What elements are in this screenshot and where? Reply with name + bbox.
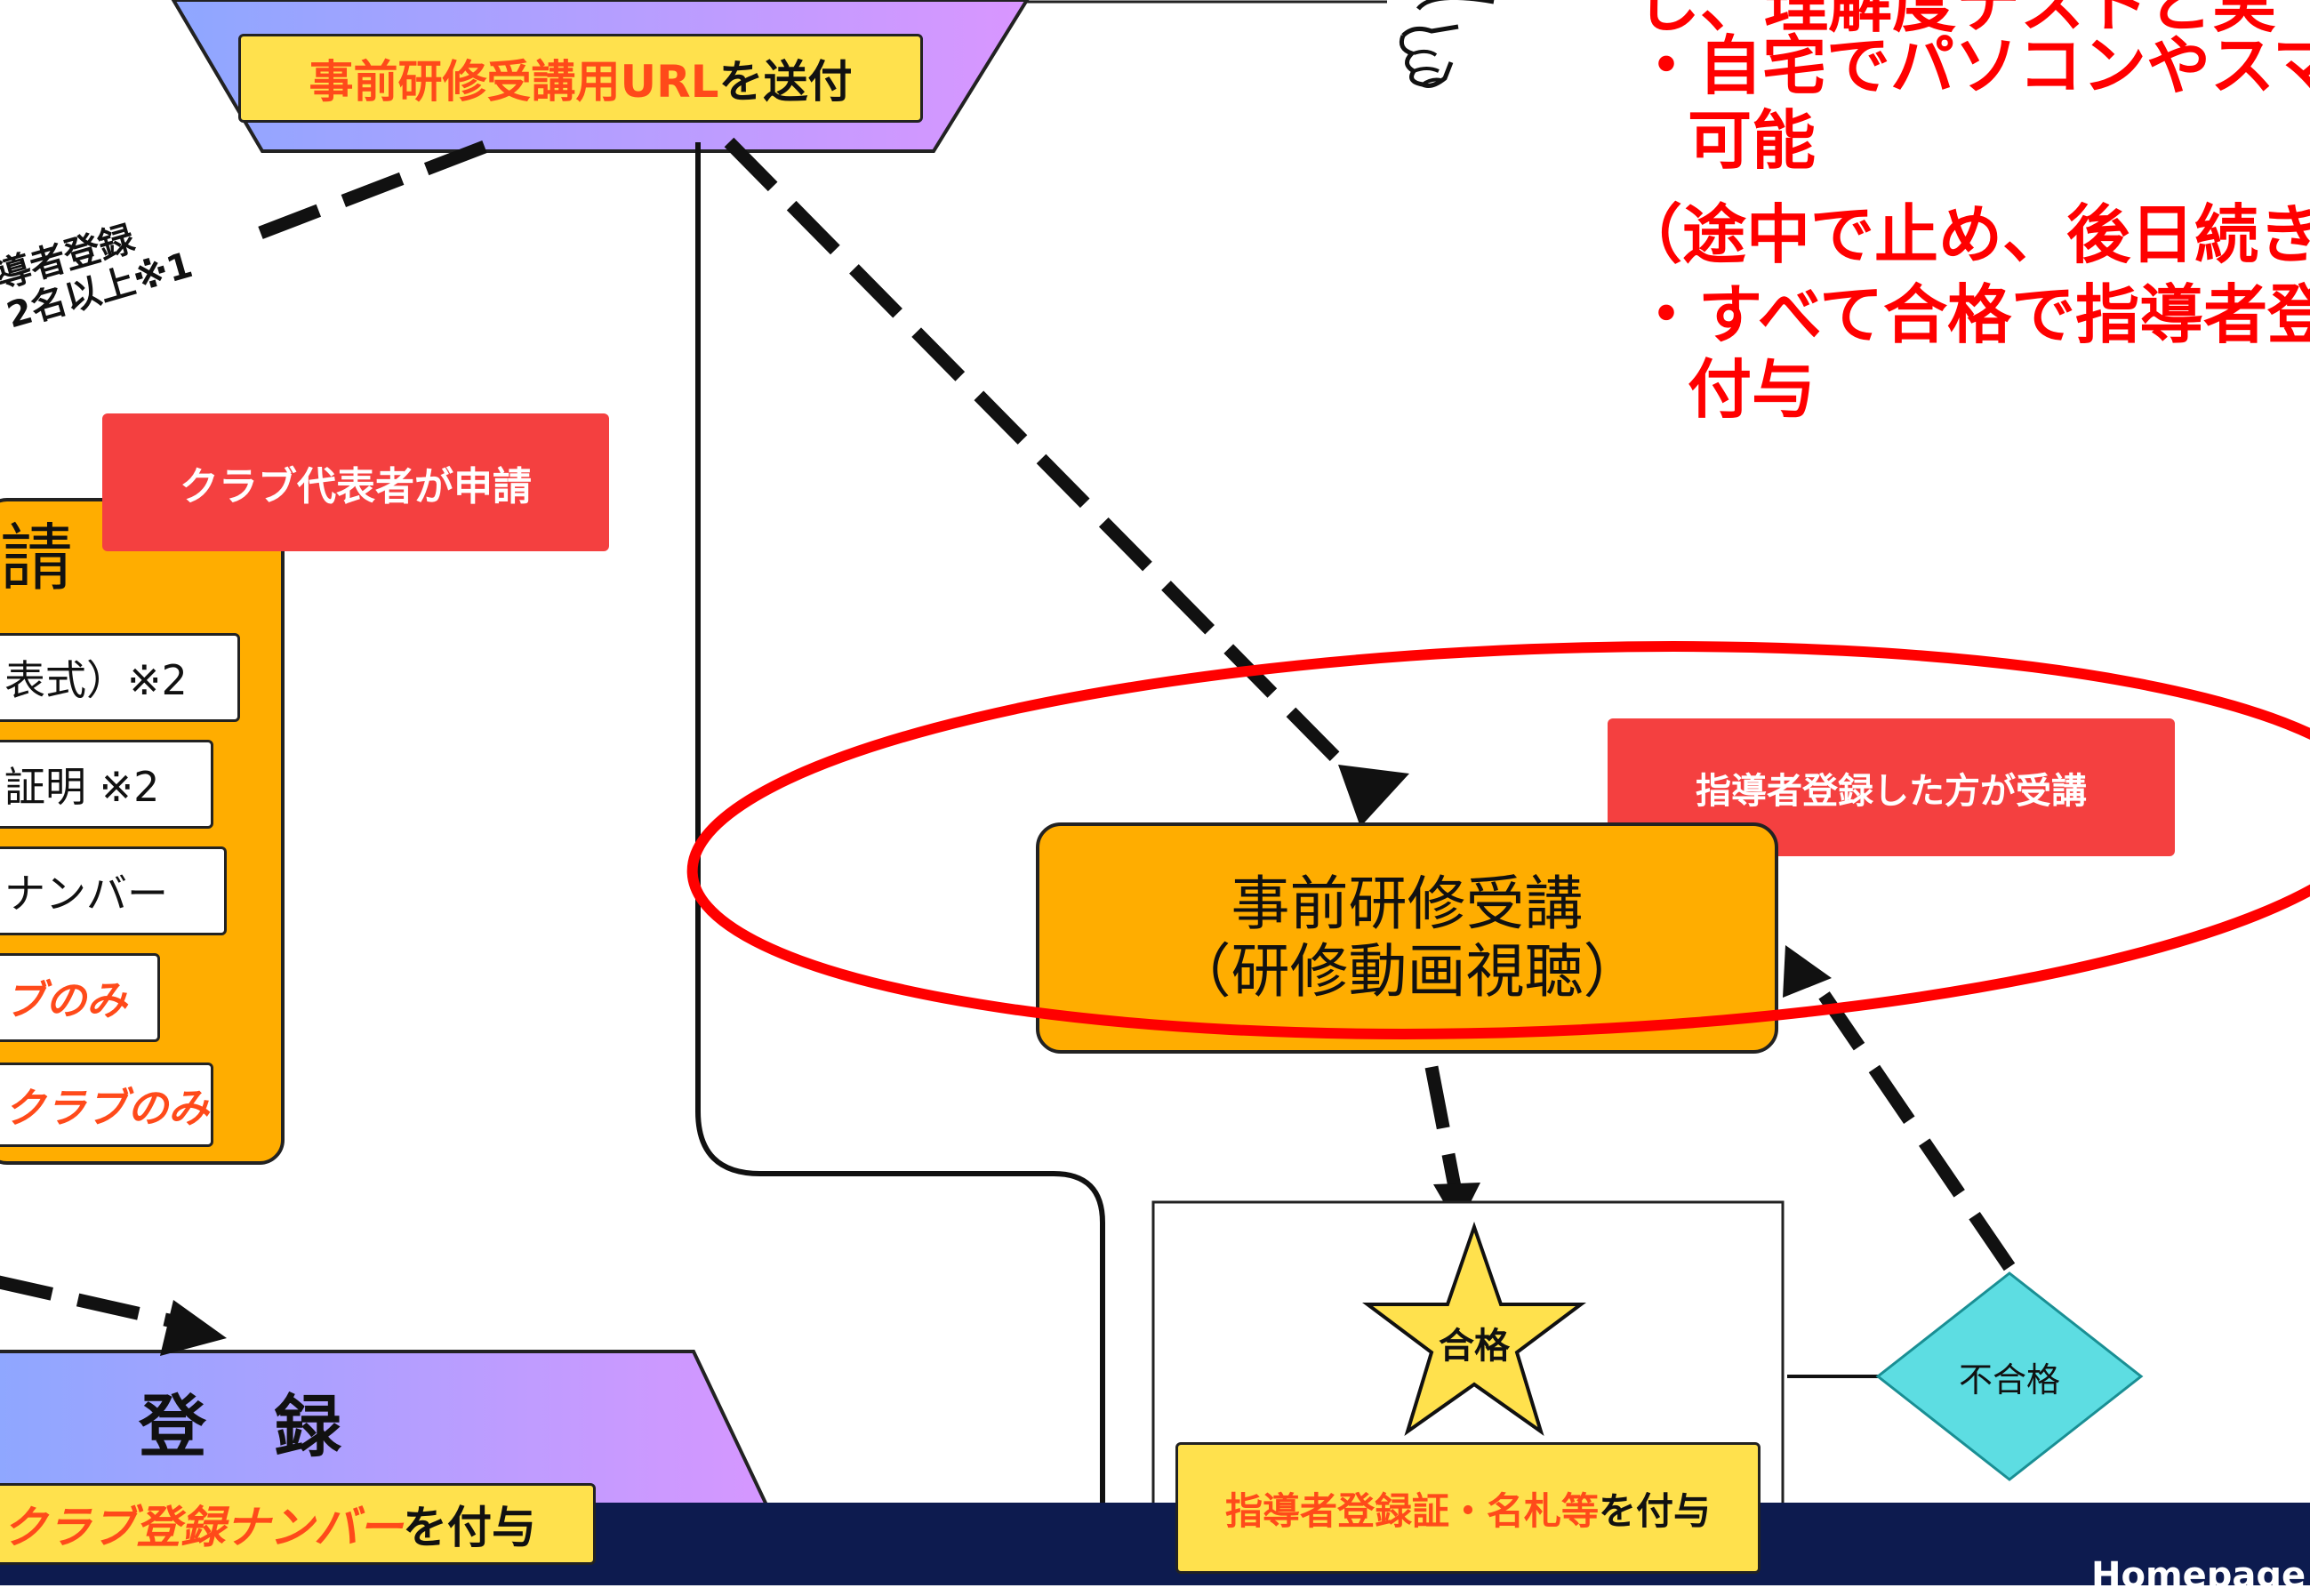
note-line-5: ・すべて合格で指導者登 [1634, 277, 2310, 352]
registration-suffix: を付与 [403, 1502, 536, 1553]
registration-highlight: クラブ登録ナンバー [3, 1502, 403, 1553]
url-send-highlight: 事前研修受講用URL [309, 56, 719, 108]
application-item-3: ナンバー [0, 846, 227, 935]
award-box: 指導者登録証・名札等を付与 [1175, 1442, 1761, 1574]
award-suffix: を付与 [1599, 1488, 1712, 1533]
registration-title: 登 録 [139, 1387, 341, 1466]
url-send-suffix: を送付 [718, 56, 853, 108]
dashed-arrow-to-registration [0, 1275, 171, 1327]
application-item-4: ブのみ [0, 953, 160, 1042]
pass-star [1362, 1221, 1586, 1436]
solid-flow-line [695, 142, 1105, 1585]
pointing-hand-icon [1396, 0, 1503, 98]
highlight-ellipse [686, 641, 2310, 1039]
trainee-tag: 指導者登録した方が受講 [1608, 718, 2175, 856]
dashed-arrow-upleft [251, 140, 487, 243]
dashed-arrow-to-training [724, 137, 1366, 788]
application-box [0, 498, 285, 1165]
application-title-fragment: 請 [0, 517, 74, 601]
dashed-arrows [0, 137, 2016, 1327]
note-line-4: （途中で止め、後日続き [1618, 197, 2310, 272]
arrowhead-registration [160, 1300, 227, 1356]
application-item-5: クラブのみ [0, 1063, 213, 1147]
application-item-1: 表式）※2 [0, 633, 240, 722]
pass-label: 合格 [1439, 1326, 1510, 1367]
training-box-line2: （研修動画視聴） [1172, 937, 1642, 1006]
award-highlight: 指導者登録証・名札等 [1224, 1488, 1599, 1533]
footer-text: Homepage [2091, 1555, 2306, 1596]
dashed-arrow-retry [1803, 969, 2016, 1271]
note-line-3: 可能 [1688, 103, 1817, 178]
fail-diamond [1875, 1271, 2144, 1481]
dashed-arrow-to-pass [1424, 1065, 1463, 1193]
note-line-2: ・自宅でパソコンやスマ [1634, 28, 2310, 103]
application-item-2: 証明 ※2 [0, 740, 213, 829]
note-line-6: 付与 [1688, 352, 1817, 427]
club-representative-tag: クラブ代表者が申請 [102, 413, 609, 551]
registration-number-box: クラブ登録ナンバーを付与 [0, 1483, 596, 1565]
fail-label: 不合格 [1958, 1359, 2060, 1400]
arrowhead-retry [1783, 945, 1832, 998]
note-line-1: し、理解度テストと実 [1636, 0, 2277, 41]
training-box-line1: 事前研修受講 [1231, 870, 1584, 939]
arrowhead-training [1338, 765, 1409, 827]
training-box: 事前研修受講 （研修動画視聴） [1036, 822, 1778, 1054]
